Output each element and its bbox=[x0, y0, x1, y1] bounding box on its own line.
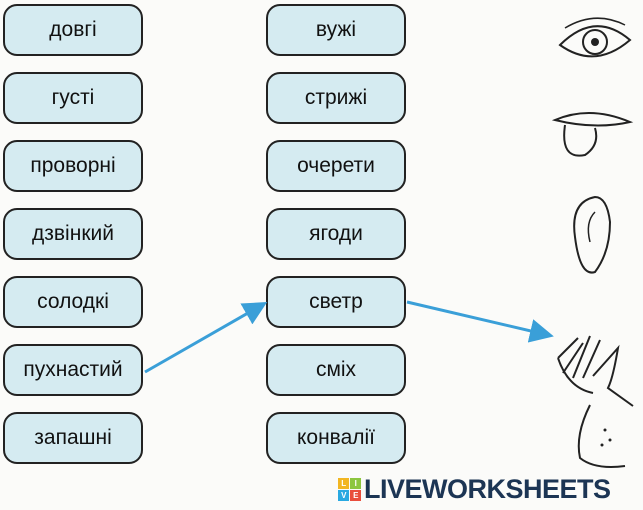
noun-box[interactable]: ягоди bbox=[266, 208, 406, 260]
noun-box[interactable]: конвалії bbox=[266, 412, 406, 464]
adjective-box[interactable]: пухнастий bbox=[3, 344, 143, 396]
adjective-box[interactable]: густі bbox=[3, 72, 143, 124]
arrow-svetr-hand[interactable] bbox=[406, 300, 554, 343]
adjective-box[interactable]: довгі bbox=[3, 4, 143, 56]
badge-letter: I bbox=[350, 478, 361, 489]
liveworksheets-logo: L I V E LIVEWORKSHEETS bbox=[338, 474, 611, 505]
badge-letter: E bbox=[350, 490, 361, 501]
arrow-pukhnastyi-svetr[interactable] bbox=[144, 302, 268, 374]
adjective-box[interactable]: солодкі bbox=[3, 276, 143, 328]
logo-text: LIVEWORKSHEETS bbox=[364, 474, 611, 504]
live-badge: L I V E bbox=[338, 478, 361, 501]
adjective-box[interactable]: запашні bbox=[3, 412, 143, 464]
noun-box[interactable]: вужі bbox=[266, 4, 406, 56]
adjective-box[interactable]: дзвінкий bbox=[3, 208, 143, 260]
eye-icon[interactable] bbox=[555, 10, 635, 70]
noun-box[interactable]: стрижі bbox=[266, 72, 406, 124]
nose-icon[interactable] bbox=[570, 400, 635, 475]
noun-box[interactable]: очерети bbox=[266, 140, 406, 192]
noun-box[interactable]: сміх bbox=[266, 344, 406, 396]
badge-letter: V bbox=[338, 490, 349, 501]
tongue-icon[interactable] bbox=[550, 100, 635, 165]
adjective-box[interactable]: проворні bbox=[3, 140, 143, 192]
badge-letter: L bbox=[338, 478, 349, 489]
ear-icon[interactable] bbox=[565, 192, 615, 282]
noun-box[interactable]: светр bbox=[266, 276, 406, 328]
hand-icon[interactable] bbox=[548, 318, 638, 408]
